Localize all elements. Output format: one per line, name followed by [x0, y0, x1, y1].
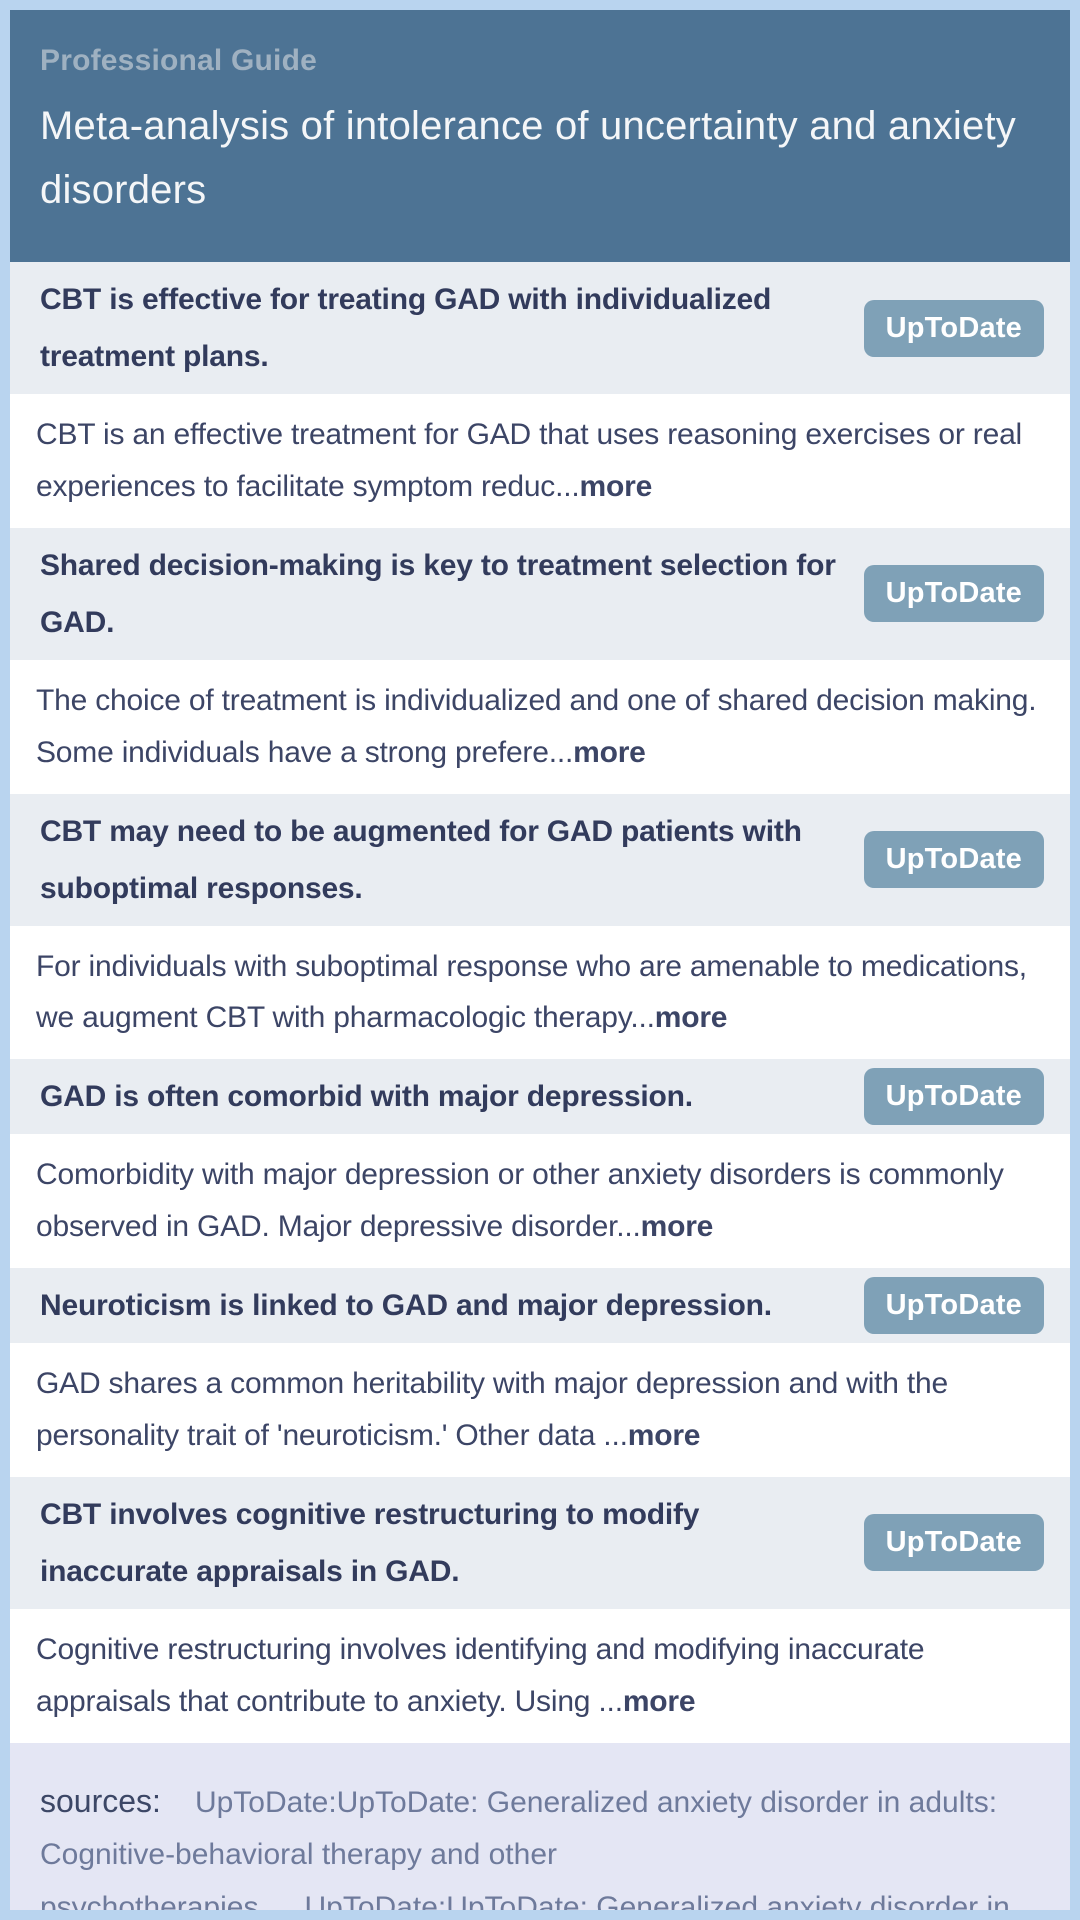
- snippet-body: Comorbidity with major depression or oth…: [36, 1158, 1004, 1244]
- snippet-text: CBT is an effective treatment for GAD th…: [36, 409, 1044, 513]
- sources-text: sources:UpToDate:UpToDate: Generalized a…: [40, 1773, 1040, 1910]
- claim-text: Neuroticism is linked to GAD and major d…: [40, 1289, 772, 1323]
- snippet-body: CBT is an effective treatment for GAD th…: [36, 418, 1023, 503]
- page-title: Meta-analysis of intolerance of uncertai…: [40, 104, 1016, 212]
- snippet-row: Cognitive restructuring involves identif…: [10, 1608, 1070, 1743]
- snippet-text: Cognitive restructuring involves identif…: [36, 1624, 1044, 1728]
- snippet-text: The choice of treatment is individualize…: [36, 675, 1044, 779]
- snippet-body: For individuals with suboptimal response…: [36, 949, 1027, 1035]
- source-citation: UpToDate:UpToDate: Generalized anxiety d…: [40, 1785, 998, 1910]
- header: Professional Guide Meta-analysis of into…: [10, 10, 1070, 262]
- claim-text: CBT is effective for treating GAD with i…: [40, 283, 772, 373]
- guide-card: Professional Guide Meta-analysis of into…: [10, 10, 1070, 1910]
- claim-row: CBT involves cognitive restructuring to …: [10, 1476, 1070, 1609]
- snippet-row: The choice of treatment is individualize…: [10, 659, 1070, 794]
- source-badge-button[interactable]: UpToDate: [863, 1514, 1044, 1572]
- claim-row: GAD is often comorbid with major depress…: [10, 1059, 1070, 1135]
- snippet-row: For individuals with suboptimal response…: [10, 925, 1070, 1060]
- claim-text: GAD is often comorbid with major depress…: [40, 1080, 693, 1114]
- more-link[interactable]: more: [579, 469, 653, 503]
- claim-text: CBT may need to be augmented for GAD pat…: [40, 814, 802, 905]
- claim-text: CBT involves cognitive restructuring to …: [40, 1497, 700, 1588]
- snippet-row: Comorbidity with major depression or oth…: [10, 1134, 1070, 1269]
- source-badge-button[interactable]: UpToDate: [863, 1277, 1044, 1335]
- claim-row: CBT may need to be augmented for GAD pat…: [10, 793, 1070, 926]
- snippet-row: CBT is an effective treatment for GAD th…: [10, 394, 1070, 528]
- source-citation: UpToDate:UpToDate: Generalized anxiety d…: [304, 1890, 1010, 1910]
- more-link[interactable]: more: [622, 1684, 696, 1718]
- claim-row: Shared decision-making is key to treatme…: [10, 527, 1070, 660]
- sources-label: sources:: [40, 1782, 161, 1819]
- source-badge-button[interactable]: UpToDate: [863, 831, 1044, 889]
- claim-row: CBT is effective for treating GAD with i…: [10, 262, 1070, 394]
- snippet-text: GAD shares a common heritability with ma…: [36, 1358, 1044, 1462]
- source-badge-button[interactable]: UpToDate: [863, 299, 1044, 357]
- claim-row: Neuroticism is linked to GAD and major d…: [10, 1268, 1070, 1344]
- more-link[interactable]: more: [654, 1001, 728, 1035]
- snippet-text: For individuals with suboptimal response…: [36, 941, 1044, 1045]
- snippet-body: GAD shares a common heritability with ma…: [36, 1367, 949, 1453]
- snippet-body: Cognitive restructuring involves identif…: [36, 1632, 925, 1718]
- sources-section: sources:UpToDate:UpToDate: Generalized a…: [10, 1742, 1070, 1910]
- snippet-row: GAD shares a common heritability with ma…: [10, 1343, 1070, 1477]
- more-link[interactable]: more: [627, 1419, 701, 1453]
- snippet-text: Comorbidity with major depression or oth…: [36, 1149, 1044, 1253]
- guide-type-label: Professional Guide: [40, 44, 317, 77]
- claim-text: Shared decision-making is key to treatme…: [40, 548, 836, 639]
- snippet-body: The choice of treatment is individualize…: [36, 683, 1037, 769]
- more-link[interactable]: more: [640, 1210, 714, 1244]
- source-badge-button[interactable]: UpToDate: [863, 565, 1044, 623]
- more-link[interactable]: more: [573, 735, 646, 769]
- source-badge-button[interactable]: UpToDate: [863, 1068, 1044, 1126]
